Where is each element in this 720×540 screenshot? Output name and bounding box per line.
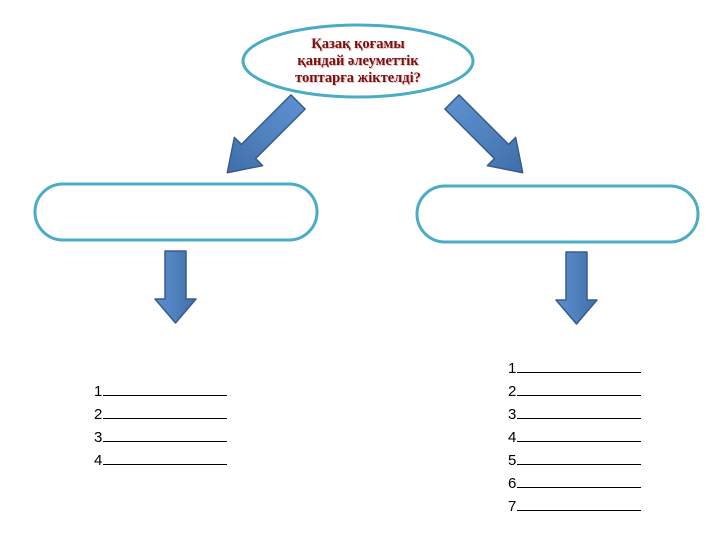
left-item: 1 — [94, 380, 228, 403]
arrow-diagonal-right — [444, 94, 524, 174]
left-category-box[interactable] — [33, 182, 319, 242]
right-item-number: 4 — [508, 429, 517, 446]
left-item: 4 — [94, 449, 228, 472]
right-answer-list: 1 2 3 4 5 6 7 — [508, 357, 642, 518]
right-item: 3 — [508, 403, 642, 426]
arrow-down-left — [154, 250, 197, 324]
left-item-number: 3 — [94, 429, 103, 446]
right-item: 4 — [508, 426, 642, 449]
right-item-number: 7 — [508, 498, 517, 515]
right-category-box[interactable] — [415, 184, 700, 244]
right-answer-blank[interactable] — [517, 450, 642, 465]
right-item: 6 — [508, 472, 642, 495]
right-item-number: 3 — [508, 406, 517, 423]
right-answer-blank[interactable] — [517, 473, 642, 488]
right-item: 5 — [508, 449, 642, 472]
left-item-number: 1 — [94, 383, 103, 400]
right-answer-blank[interactable] — [517, 427, 642, 442]
right-item-number: 1 — [508, 360, 517, 377]
right-item-number: 5 — [508, 452, 517, 469]
arrow-down-right — [555, 251, 598, 325]
right-item: 7 — [508, 495, 642, 518]
question-text: Қазақ қоғамы қандай әлеуметтік топтарға … — [295, 35, 421, 86]
left-answer-list: 1 2 3 4 — [94, 380, 228, 472]
left-item-number: 2 — [94, 406, 103, 423]
left-answer-blank[interactable] — [103, 450, 228, 465]
right-item-number: 2 — [508, 383, 517, 400]
question-ellipse — [241, 23, 475, 99]
left-item-number: 4 — [94, 452, 103, 469]
right-item-number: 6 — [508, 475, 517, 492]
left-item: 2 — [94, 403, 228, 426]
right-item: 1 — [508, 357, 642, 380]
right-answer-blank[interactable] — [517, 404, 642, 419]
left-answer-blank[interactable] — [103, 427, 228, 442]
right-answer-blank[interactable] — [517, 496, 642, 511]
arrow-diagonal-left — [226, 94, 306, 174]
right-item: 2 — [508, 380, 642, 403]
right-answer-blank[interactable] — [517, 381, 642, 396]
left-item: 3 — [94, 426, 228, 449]
right-answer-blank[interactable] — [517, 358, 642, 373]
left-answer-blank[interactable] — [103, 381, 228, 396]
left-answer-blank[interactable] — [103, 404, 228, 419]
